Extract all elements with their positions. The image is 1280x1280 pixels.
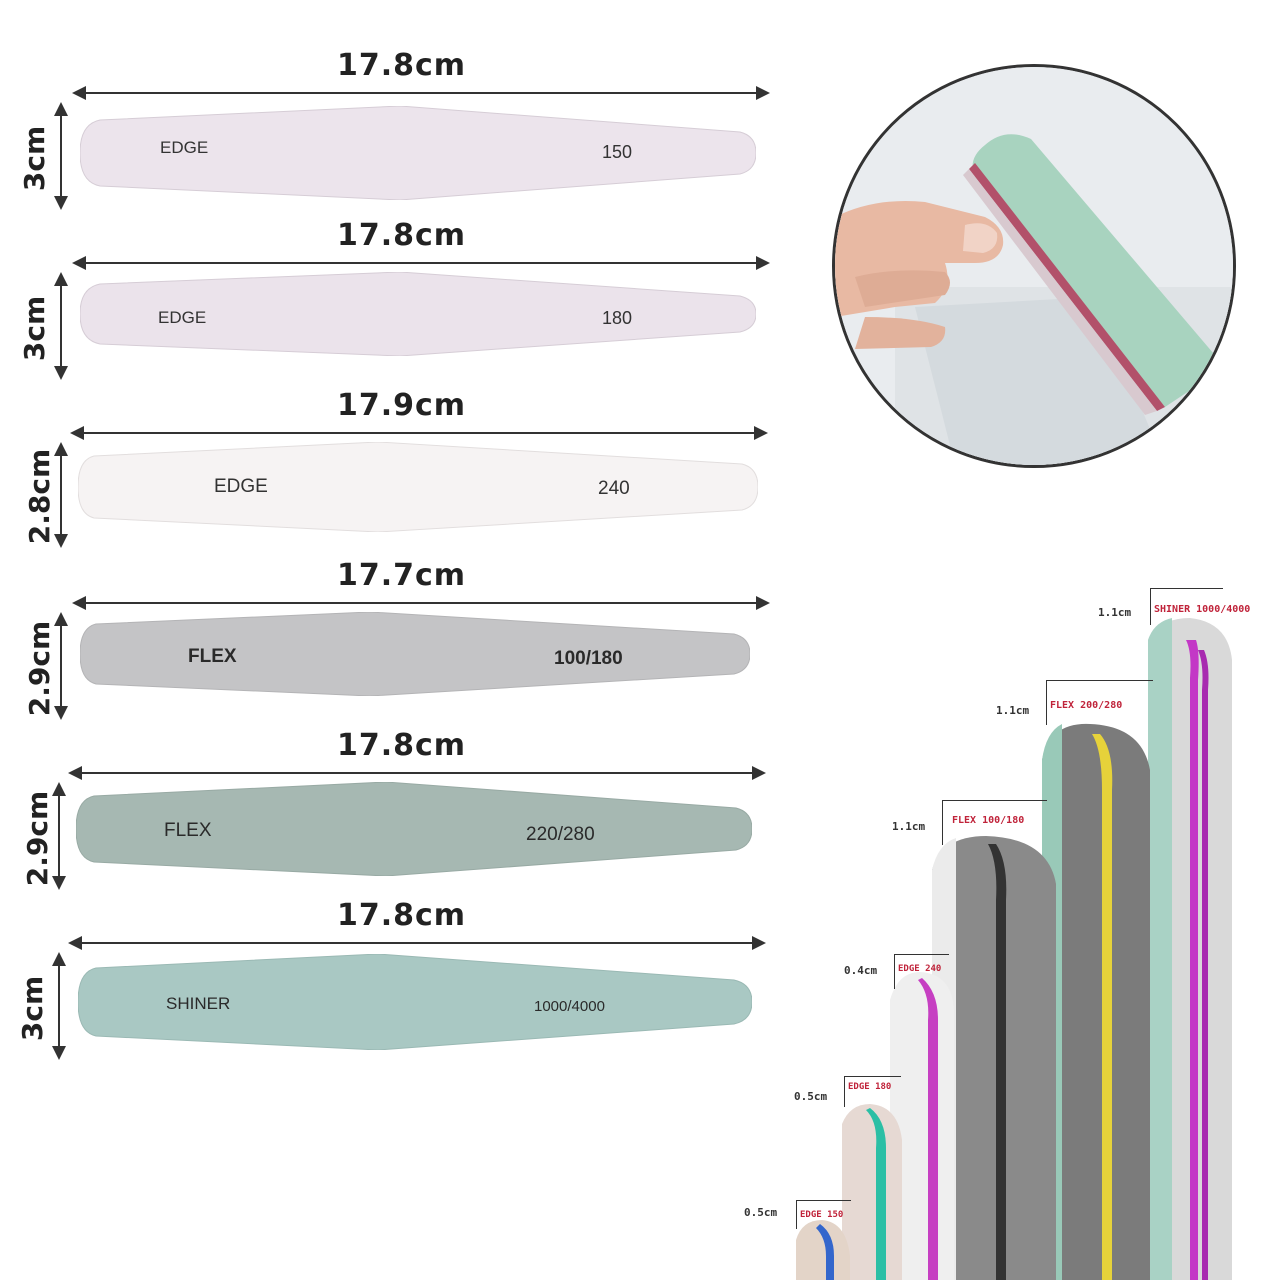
file-name: EDGE [160,138,209,157]
width-label: 3cm [18,295,52,362]
hand [835,201,1004,349]
length-arrow [72,596,770,610]
nail-file: FLEX 220/280 [76,782,752,876]
edge-150-file-edge [796,1220,850,1280]
edge-180-file-edge [842,1104,902,1280]
width-label: 3cm [16,975,50,1042]
file-shape [80,612,750,696]
shiner-file-edge [1148,618,1232,1280]
bracket-edge-240 [894,954,949,989]
file-shape [76,782,752,876]
file-name: SHINER [166,994,231,1013]
file-grit: 220/280 [526,824,595,845]
width-arrow [52,952,66,1060]
file-in-hand [963,134,1225,415]
nail-file: EDGE 240 [78,442,758,532]
bracket-flex-100 [942,800,1047,845]
nail-file: EDGE 150 [80,106,756,200]
thickness-label: 1.1cm [1098,606,1132,619]
file-shape [80,106,756,200]
bracket-edge-150 [796,1200,851,1229]
file-grit: 150 [602,142,633,162]
file-type-label: EDGE 180 [848,1082,892,1092]
nail-file: EDGE 180 [80,272,756,356]
file-grit: 240 [598,478,630,499]
edge-240-file-edge [890,972,954,1280]
file-type-label: FLEX 200/280 [1050,700,1123,711]
thickness-label: 1.1cm [892,820,926,833]
thickness-label: 0.5cm [744,1206,778,1219]
file-shape [80,272,756,356]
length-arrow [68,766,766,780]
usage-photo [832,64,1236,468]
file-grit: 180 [602,308,633,328]
length-label: 17.7cm [337,558,467,593]
width-arrow [54,442,68,548]
length-arrow [70,426,768,440]
file-type-label: EDGE 150 [800,1210,844,1220]
file-shape [78,954,752,1050]
length-label: 17.8cm [337,728,467,763]
file-name: FLEX [164,820,212,841]
nail-file: SHINER 1000/4000 [78,954,752,1050]
width-label: 3cm [18,125,52,192]
bracket-flex-200 [1046,680,1153,725]
file-name: FLEX [188,646,237,667]
stack-illustration [796,618,1232,1280]
file-name: EDGE [158,308,207,327]
thickness-label: 0.4cm [844,964,878,977]
length-arrow [68,936,766,950]
file-shape [78,442,758,532]
width-label: 2.8cm [23,448,57,545]
file-type-label: SHINER 1000/4000 [1154,604,1251,615]
width-arrow [54,102,68,210]
nail-file: FLEX 100/180 [80,612,750,696]
flex-200-file-edge [1042,723,1150,1280]
width-arrow [52,782,66,890]
bracket-edge-180 [844,1076,901,1107]
width-label: 2.9cm [23,620,57,717]
bracket-shiner [1150,588,1223,625]
length-arrow [72,86,770,100]
length-arrow [72,256,770,270]
length-label: 17.8cm [337,48,467,83]
width-label: 2.9cm [21,790,55,887]
length-label: 17.8cm [337,898,467,933]
file-name: EDGE [214,476,268,497]
file-type-label: FLEX 100/180 [952,815,1025,826]
width-arrow [54,612,68,720]
thickness-label: 0.5cm [794,1090,828,1103]
width-arrow [54,272,68,380]
file-type-label: EDGE 240 [898,964,942,974]
file-grit: 100/180 [554,648,623,669]
length-label: 17.8cm [337,218,467,253]
length-label: 17.9cm [337,388,467,423]
file-grit: 1000/4000 [534,998,605,1015]
thickness-label: 1.1cm [996,704,1030,717]
